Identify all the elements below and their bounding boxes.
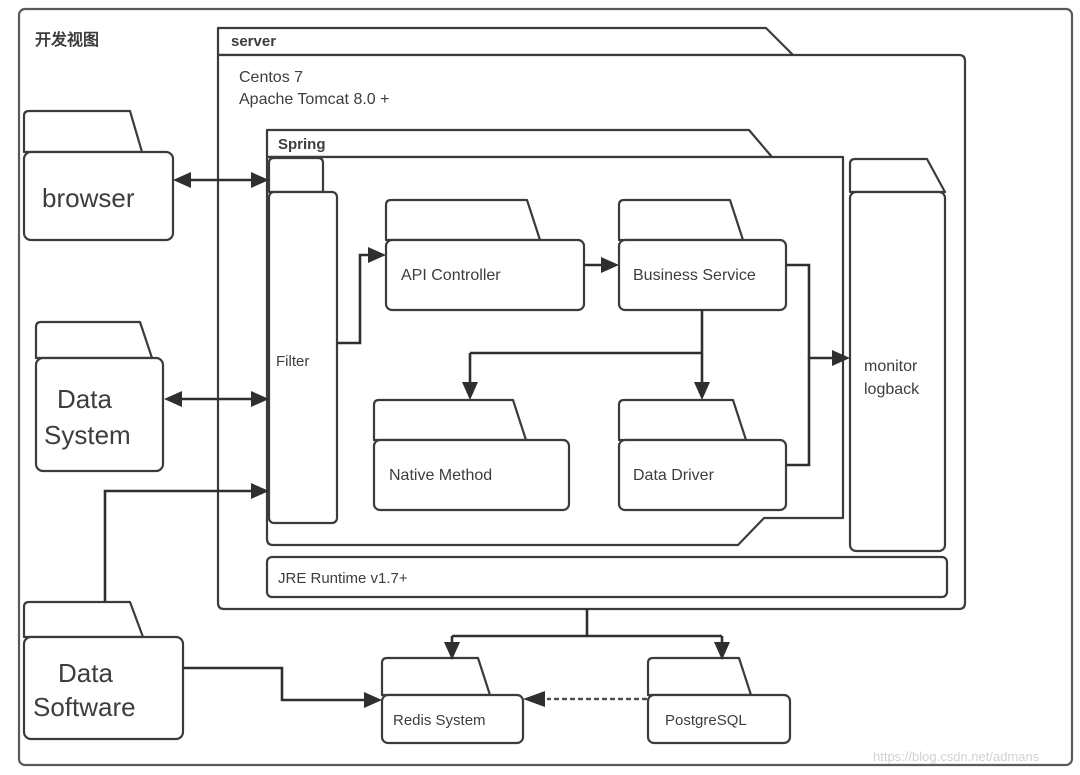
edge-monitor-arrow [832,350,850,366]
postgresql-body [646,693,792,745]
data-driver-tab [617,398,748,442]
data-software-label-1: Data [58,658,113,688]
postgresql-tab [646,656,753,697]
edge-datasystem-filter-arrow-right [251,391,269,407]
api-controller-body [384,238,586,312]
jre-runtime-box [265,555,949,599]
edge-server-postgres-arrow [714,642,730,660]
monitor-logback-label-2: logback [864,381,920,398]
filter-node-label: Filter [276,353,309,370]
native-method-tab [372,398,528,442]
server-package-label: server [231,33,276,50]
redis-system-tab [380,656,492,697]
data-system-label-1: Data [57,384,112,414]
data-software-label-2: Software [33,692,136,722]
edge-business-nativemethod-arrow [462,382,478,400]
server-os-line: Centos 7 [239,69,303,86]
business-service-label: Business Service [633,267,756,284]
edge-datasoftware-redis [183,666,369,702]
monitor-logback-label-1: monitor [864,358,918,375]
api-controller-tab [384,198,542,242]
edge-filter-apicontroller [337,253,373,345]
edge-business-monitor [786,263,837,360]
redis-system-label: Redis System [393,712,486,729]
edge-postgres-redis-arrow [523,691,545,707]
edge-datadriver-monitor [786,358,811,467]
edge-filter-apicontroller-arrow [368,247,386,263]
redis-system-body [380,693,525,745]
edge-apicontroller-business-arrow [601,257,619,273]
postgresql-label: PostgreSQL [665,712,747,729]
native-method-body [372,438,571,512]
business-service-tab [617,198,745,242]
browser-node-label: browser [42,183,135,213]
native-method-label: Native Method [389,467,492,484]
filter-node-tab [267,156,325,194]
data-system-label-2: System [44,420,131,450]
monitor-logback-tab [848,157,947,194]
data-software-body [22,635,185,741]
filter-node-body [267,190,339,525]
jre-runtime-label: JRE Runtime v1.7+ [278,570,408,587]
spring-package-label: Spring [278,136,326,153]
server-tomcat-line: Apache Tomcat 8.0 + [239,91,389,108]
edge-business-datadriver-arrow [694,382,710,400]
edge-datasoftware-redis-arrow [364,692,382,708]
edge-server-redis-arrow [444,642,460,660]
data-driver-label: Data Driver [633,467,715,484]
edge-datasoftware-filter [103,489,256,602]
spring-package-tab [265,128,774,159]
data-system-tab [34,320,154,360]
data-system-body [34,356,165,473]
data-driver-body [617,438,788,512]
api-controller-label: API Controller [401,267,501,284]
watermark-text: https://blog.csdn.net/admans [873,749,1040,764]
outer-frame-label: 开发视图 [35,30,99,49]
edge-browser-filter-arrow-left [173,172,191,188]
browser-node-body [22,150,175,242]
server-package-tab [216,26,795,57]
edge-datasystem-filter-arrow-left [164,391,182,407]
edge-datasoftware-filter-arrow [251,483,269,499]
edge-browser-filter-arrow-right [251,172,269,188]
data-software-tab [22,600,145,639]
browser-node-tab [22,109,144,154]
monitor-logback-body [848,190,947,553]
